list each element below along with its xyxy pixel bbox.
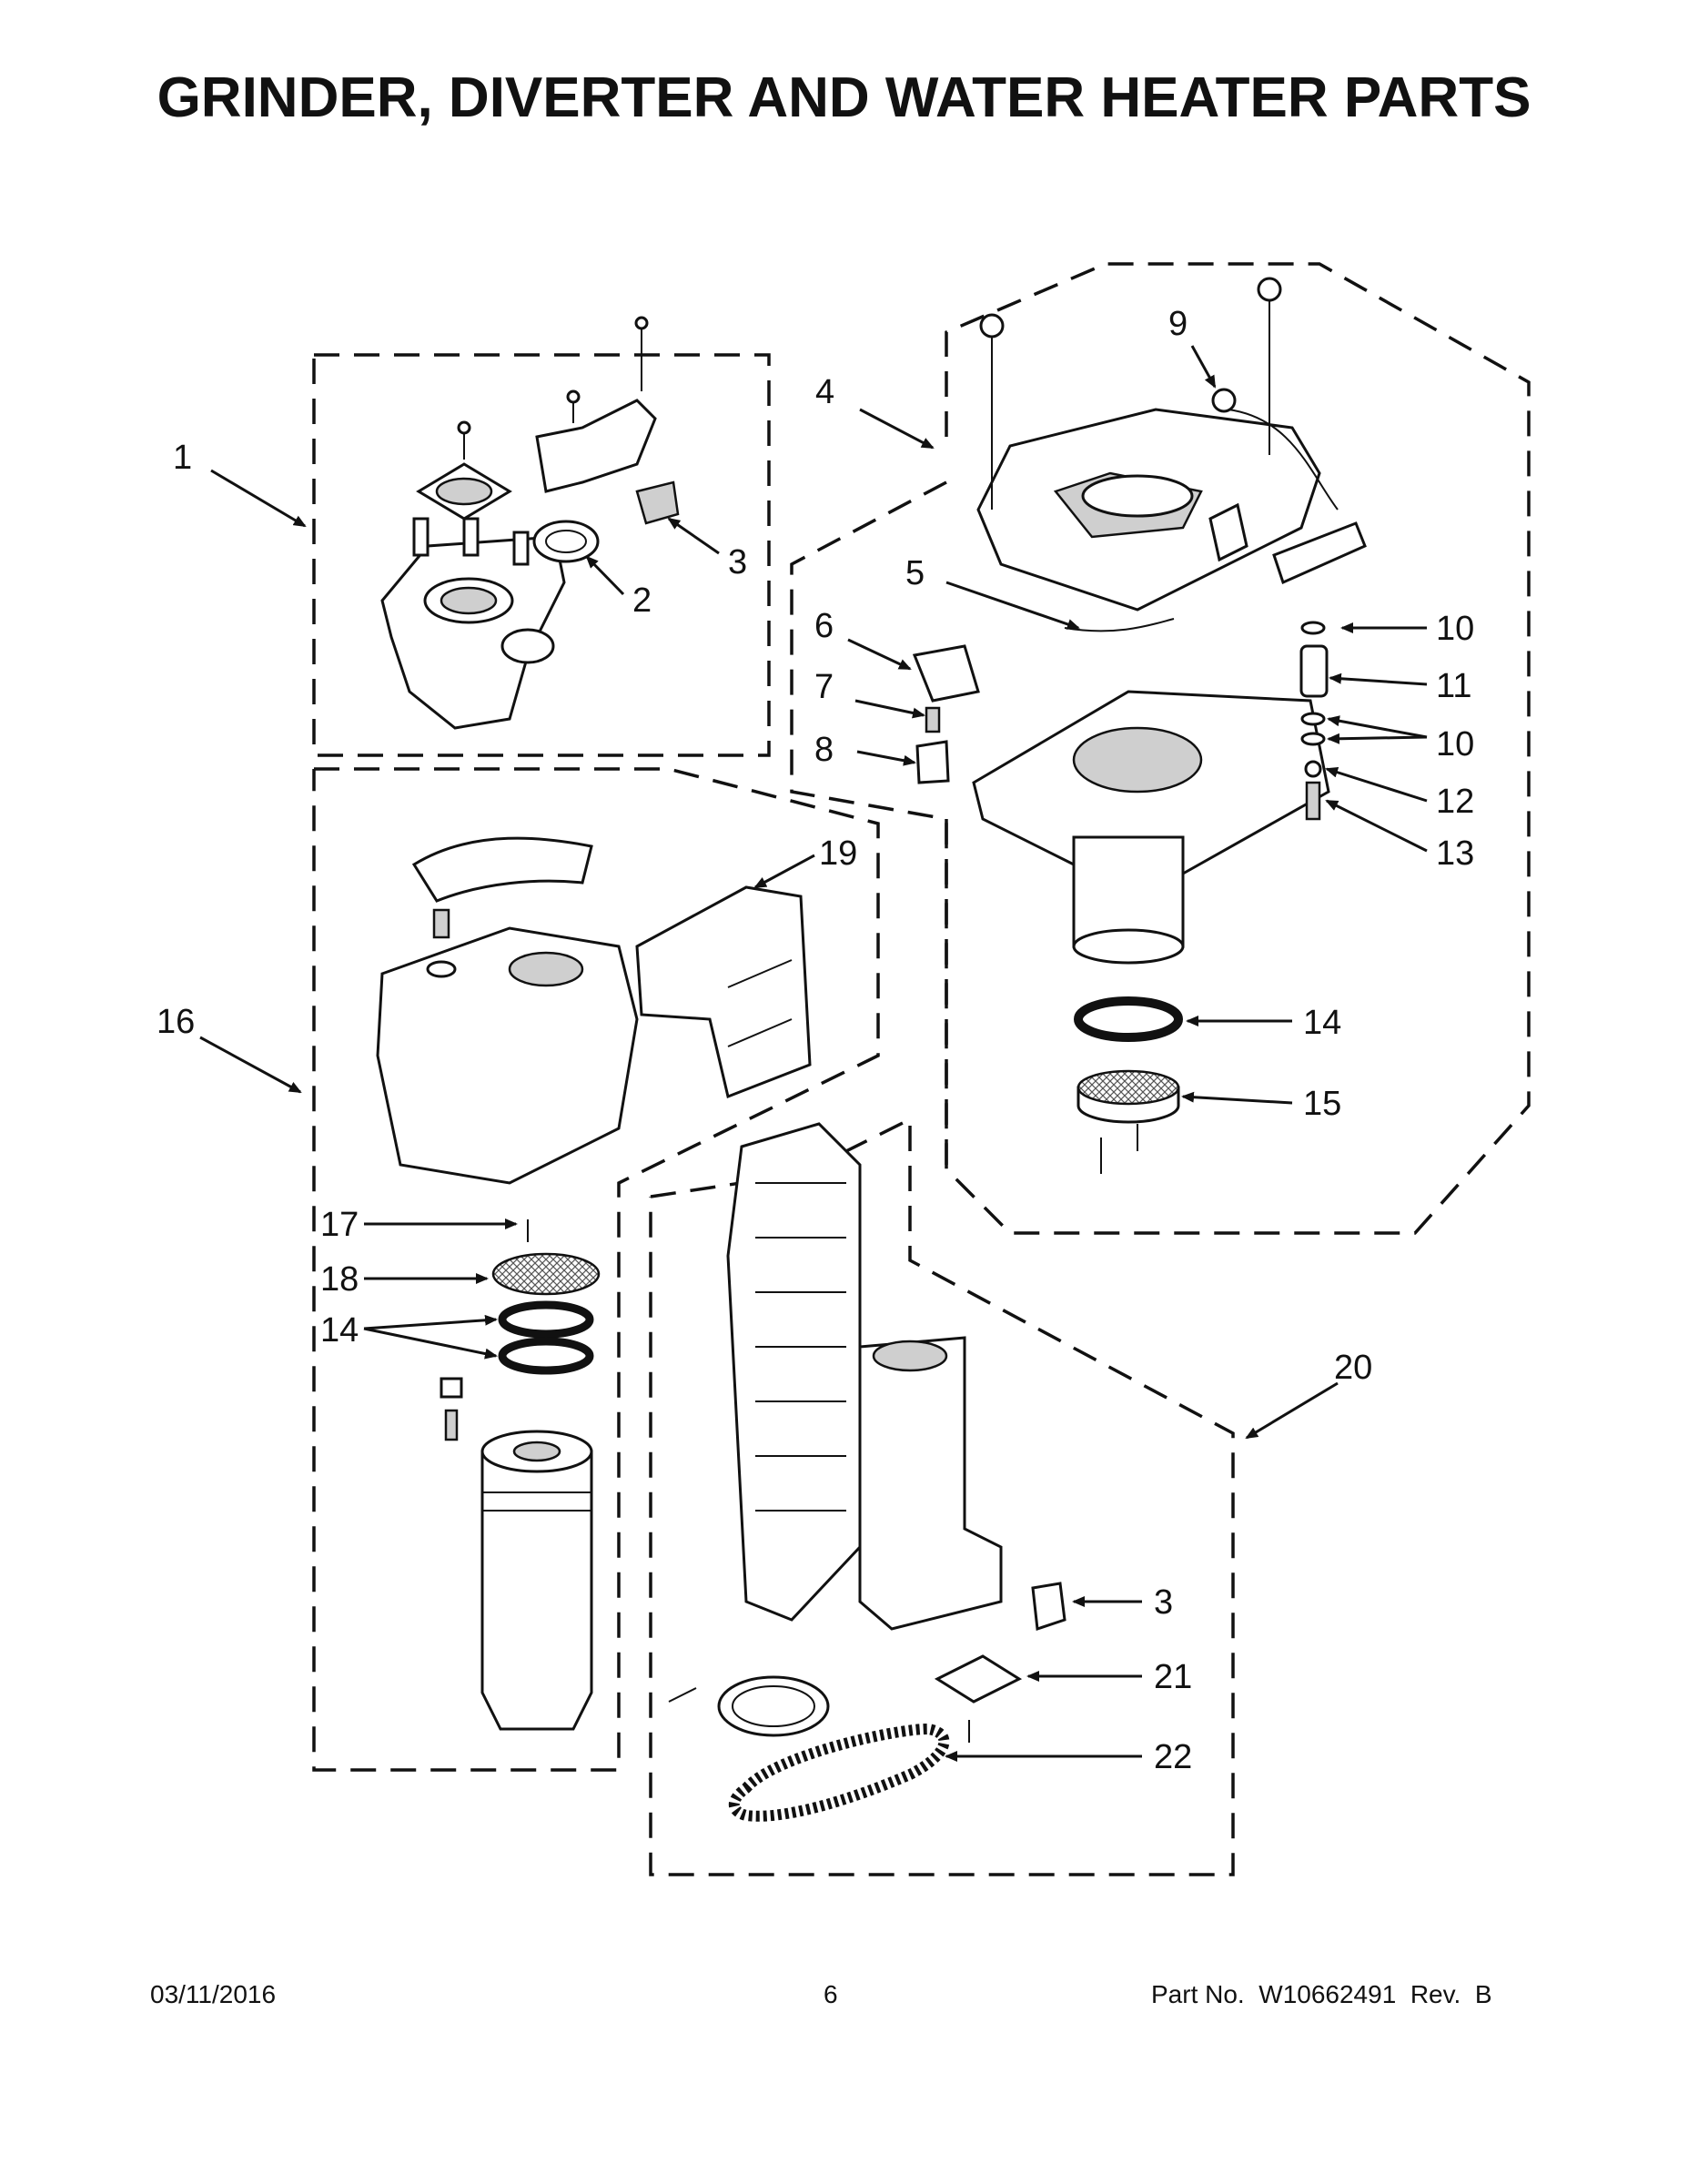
callout-4: 4 <box>815 373 834 411</box>
callout-9: 9 <box>1168 305 1188 343</box>
diverter-housing-illustration <box>976 277 1321 612</box>
callout-16: 16 <box>157 1003 195 1041</box>
bracket-plate-illustration <box>934 1654 1023 1704</box>
boiler-cylinder-illustration <box>480 1430 593 1731</box>
water-heater-group-boundary <box>312 767 880 1772</box>
micro-switch-illustration <box>1031 1582 1066 1632</box>
callout-14-diverter: 14 <box>1303 1004 1341 1042</box>
holder-illustration <box>915 740 950 784</box>
upper-o-ring-illustration <box>498 1300 594 1339</box>
heater-cylinder-illustration <box>1072 835 1185 948</box>
callout-10-lower: 10 <box>1436 725 1474 763</box>
callout-15: 15 <box>1303 1085 1341 1123</box>
callout-17: 17 <box>320 1206 359 1244</box>
o-ring-illustration <box>1074 996 1183 1042</box>
callout-19: 19 <box>819 834 857 873</box>
footer-date: 03/11/2016 <box>150 1980 277 2008</box>
grinder-assembly-illustration <box>380 420 566 730</box>
spring-illustration <box>925 706 941 733</box>
grinder-group-boundary <box>312 353 771 757</box>
callout-13: 13 <box>1436 834 1474 873</box>
footer-page-number: 6 <box>824 1980 838 2008</box>
gasket-illustration <box>532 520 600 563</box>
leader-arrows <box>199 345 1428 1762</box>
callout-11: 11 <box>1436 667 1471 705</box>
page-title: GRINDER, DIVERTER AND WATER HEATER PARTS <box>157 66 1531 129</box>
callout-12: 12 <box>1436 783 1474 821</box>
callout-7: 7 <box>814 668 834 706</box>
filter-screen-illustration <box>1076 1069 1180 1124</box>
switch-bracket-illustration <box>535 316 680 525</box>
callout-10-upper: 10 <box>1436 610 1474 648</box>
shower-screen-illustration <box>491 1252 601 1296</box>
callout-2: 2 <box>632 581 652 620</box>
callout-3-lower: 3 <box>1154 1583 1173 1622</box>
callout-21: 21 <box>1154 1658 1192 1696</box>
callout-22: 22 <box>1154 1738 1192 1776</box>
timing-belt-illustration <box>728 1723 950 1822</box>
callout-8: 8 <box>814 731 834 769</box>
tube-illustration <box>1228 409 1339 511</box>
callout-6: 6 <box>814 607 834 645</box>
brew-unit-tower-illustration <box>726 1122 1003 1631</box>
clip-illustration <box>912 644 980 703</box>
callout-3-upper: 3 <box>728 543 747 581</box>
callout-1: 1 <box>173 439 192 477</box>
heater-arm-illustration <box>635 885 812 1099</box>
water-heater-body-illustration <box>376 836 639 1185</box>
lower-o-ring-illustration <box>498 1337 594 1375</box>
diverter-inner-boundary <box>790 480 947 821</box>
callout-20: 20 <box>1334 1349 1372 1387</box>
diverter-group-boundary <box>945 262 1531 1235</box>
sensor-illustration <box>1211 388 1237 413</box>
callout-18: 18 <box>320 1260 359 1299</box>
callout-14-heater: 14 <box>320 1311 359 1350</box>
valve-stack-illustration <box>1299 621 1329 821</box>
footer-part-number: Part No. W10662491 Rev. B <box>1151 1980 1492 2008</box>
small-fitting-illustration <box>440 1377 463 1399</box>
callout-5: 5 <box>905 554 925 592</box>
